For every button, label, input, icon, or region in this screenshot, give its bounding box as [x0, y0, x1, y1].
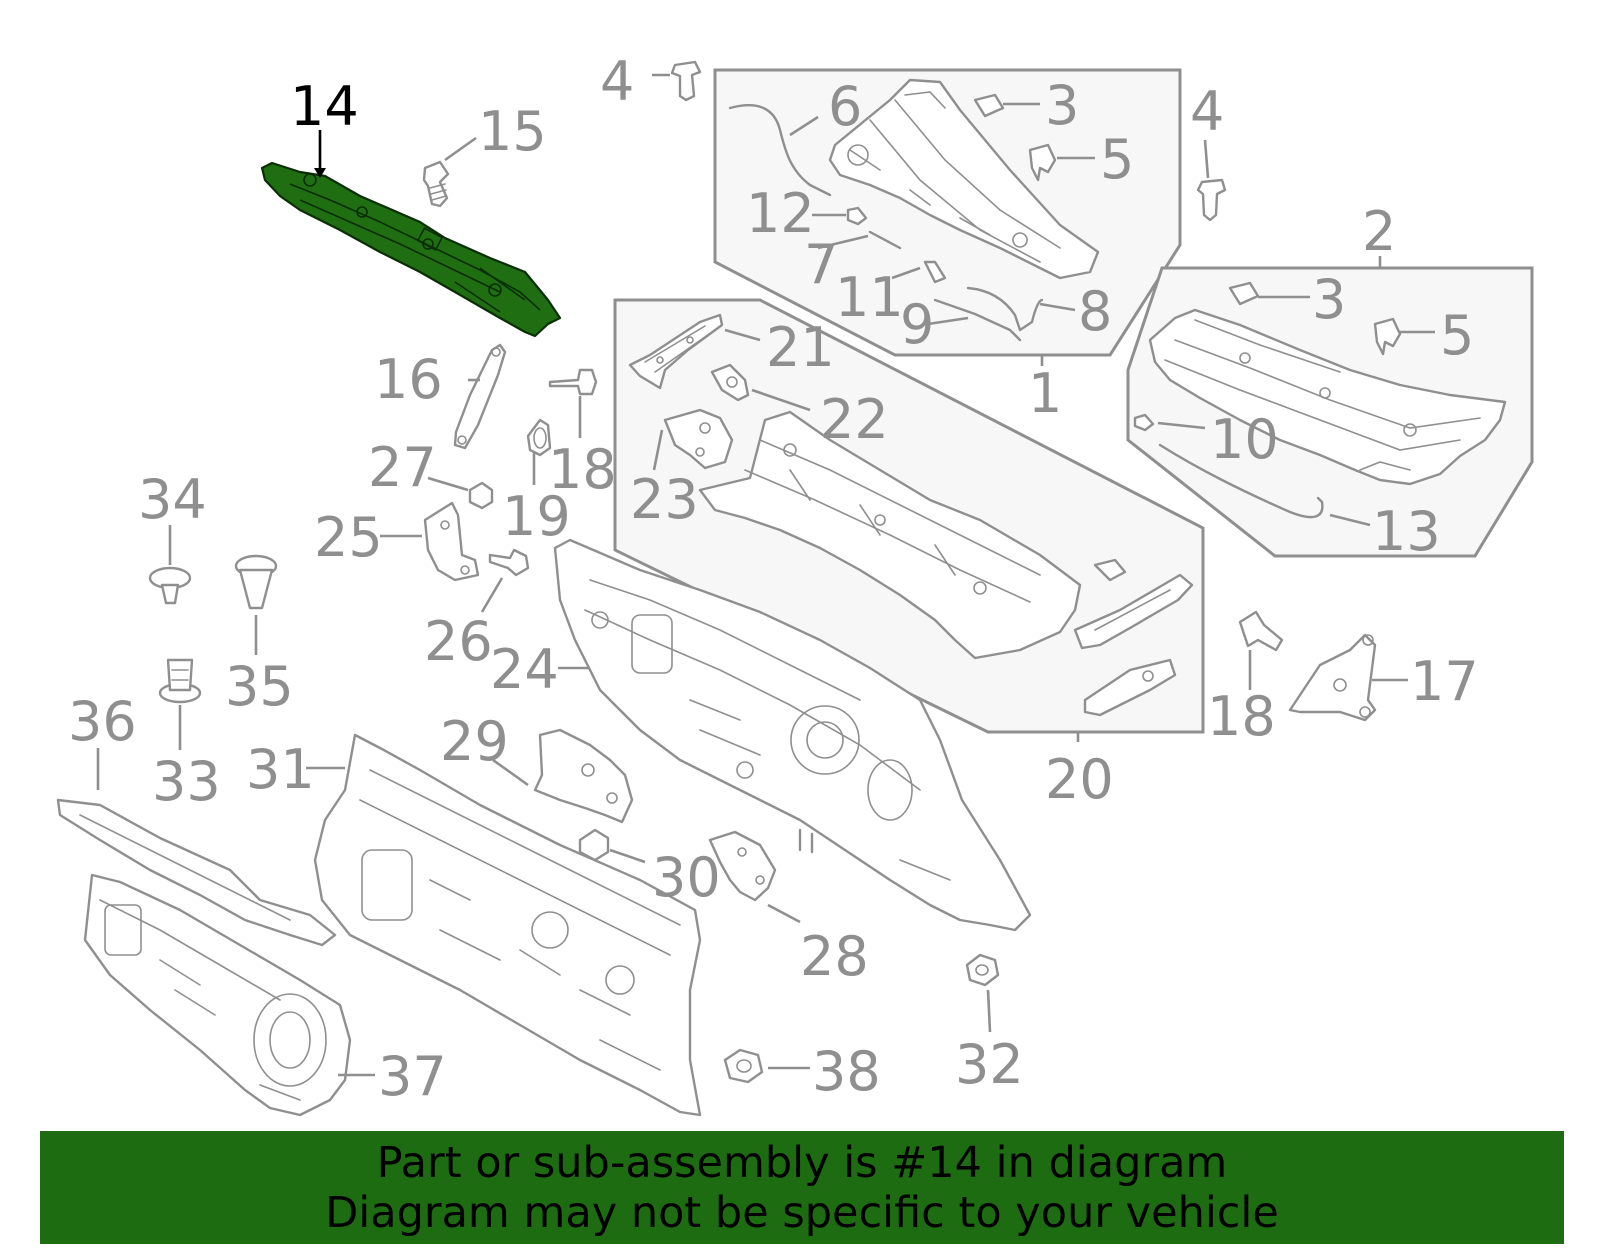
- part-11-joint: [923, 260, 947, 284]
- part-5-retainer-upper: [1028, 143, 1057, 182]
- part-4-clip-right: [1196, 178, 1227, 222]
- callout-21: 21: [766, 316, 835, 379]
- callout-15: 15: [478, 100, 547, 163]
- callout-3-lower: 3: [1312, 268, 1346, 331]
- part-20-cowl-panel: [698, 410, 1082, 660]
- callout-23: 23: [630, 468, 699, 531]
- part-30-nut: [578, 828, 610, 862]
- info-banner: Part or sub-assembly is #14 in diagram D…: [40, 1131, 1564, 1244]
- callout-16: 16: [374, 348, 443, 411]
- callout-1: 1: [1028, 362, 1062, 425]
- part-10-connector: [1133, 413, 1155, 432]
- callout-8: 8: [1078, 280, 1112, 343]
- part-20-small-bracket: [1093, 558, 1127, 582]
- part-35-clip: [234, 554, 278, 610]
- part-18-bolt-lower: [1238, 610, 1284, 652]
- part-38-nut: [723, 1048, 764, 1084]
- callout-5-upper: 5: [1100, 128, 1134, 191]
- part-33-clip: [158, 658, 202, 704]
- callout-24: 24: [490, 638, 559, 701]
- part-12-connector: [846, 206, 868, 226]
- part-9-hose: [933, 298, 1022, 342]
- callout-20: 20: [1045, 748, 1114, 811]
- callout-9: 9: [900, 293, 934, 356]
- callout-6: 6: [828, 75, 862, 138]
- callout-18-upper: 18: [548, 438, 617, 501]
- part-20-lower-bracket: [1083, 658, 1177, 717]
- part-6-washer-hose: [728, 104, 832, 197]
- callout-28: 28: [800, 925, 869, 988]
- part-3-clip-upper: [973, 93, 1005, 118]
- part-2-cowl-top-assembly: [1148, 308, 1507, 486]
- part-13-washer-hose: [1158, 443, 1324, 519]
- callout-19: 19: [502, 485, 571, 548]
- part-8-hose: [966, 286, 1044, 332]
- callout-38: 38: [812, 1040, 881, 1103]
- callout-31: 31: [246, 738, 315, 801]
- part-22-bracket: [710, 363, 750, 402]
- part-18-bolt-upper: [548, 368, 598, 396]
- part-25-bracket: [423, 501, 480, 582]
- callout-18-lower: 18: [1207, 685, 1276, 748]
- callout-36: 36: [68, 690, 137, 753]
- callout-14: 14: [290, 75, 359, 138]
- part-24-dash-panel: [553, 538, 1032, 932]
- callout-34: 34: [138, 468, 207, 531]
- callout-17: 17: [1410, 650, 1479, 713]
- part-31-dash-insulator: [313, 733, 702, 1117]
- callout-4-left: 4: [600, 50, 634, 113]
- part-36-insulator-strip: [56, 798, 337, 947]
- part-26-bolt: [488, 548, 530, 577]
- part-32-nut: [965, 953, 1000, 987]
- callout-37: 37: [378, 1045, 447, 1108]
- part-21-bracket: [628, 313, 724, 390]
- part-20-side-bracket: [1073, 573, 1194, 650]
- callout-7: 7: [804, 233, 838, 296]
- callout-32: 32: [955, 1033, 1024, 1096]
- part-14-cowl-panel: [260, 161, 562, 338]
- callout-labels: 14 15 4 6 3 5 4 12 7 11 9 8 1 2 3 5 10 1…: [68, 50, 1479, 1108]
- part-5-retainer-lower: [1373, 317, 1402, 356]
- part-17-bracket: [1288, 633, 1377, 722]
- part-1-cowl-top-assembly: [828, 78, 1100, 280]
- part-16-brace: [453, 343, 507, 450]
- part-28-bracket: [708, 830, 777, 902]
- part-4-clip-left: [670, 60, 702, 102]
- part-7-hose: [868, 230, 902, 250]
- callout-2: 2: [1362, 200, 1396, 263]
- callout-10: 10: [1210, 408, 1279, 471]
- part-34-clip: [148, 566, 192, 605]
- part-29-bracket: [533, 728, 634, 824]
- callout-4-right: 4: [1190, 80, 1224, 143]
- callout-25: 25: [314, 506, 383, 569]
- banner-line-1: Part or sub-assembly is #14 in diagram: [376, 1137, 1228, 1188]
- part-37-insulator: [83, 873, 352, 1117]
- banner-line-2: Diagram may not be specific to your vehi…: [325, 1187, 1279, 1238]
- part-19-nut: [526, 418, 552, 457]
- callout-29: 29: [440, 710, 509, 773]
- callout-3-upper: 3: [1045, 74, 1079, 137]
- callout-30: 30: [652, 846, 721, 909]
- callout-12: 12: [746, 182, 815, 245]
- part-27-nut: [468, 481, 494, 510]
- callout-22: 22: [820, 388, 889, 451]
- part-23-bracket: [663, 408, 734, 470]
- callout-11: 11: [835, 266, 904, 329]
- callout-5-lower: 5: [1440, 304, 1474, 367]
- callout-27: 27: [368, 436, 437, 499]
- callout-35: 35: [225, 655, 294, 718]
- leader-lines: [96, 73, 1435, 1077]
- callout-13: 13: [1372, 500, 1441, 563]
- callout-33: 33: [152, 750, 221, 813]
- callout-26: 26: [424, 610, 493, 673]
- part-15-bolt: [422, 160, 450, 208]
